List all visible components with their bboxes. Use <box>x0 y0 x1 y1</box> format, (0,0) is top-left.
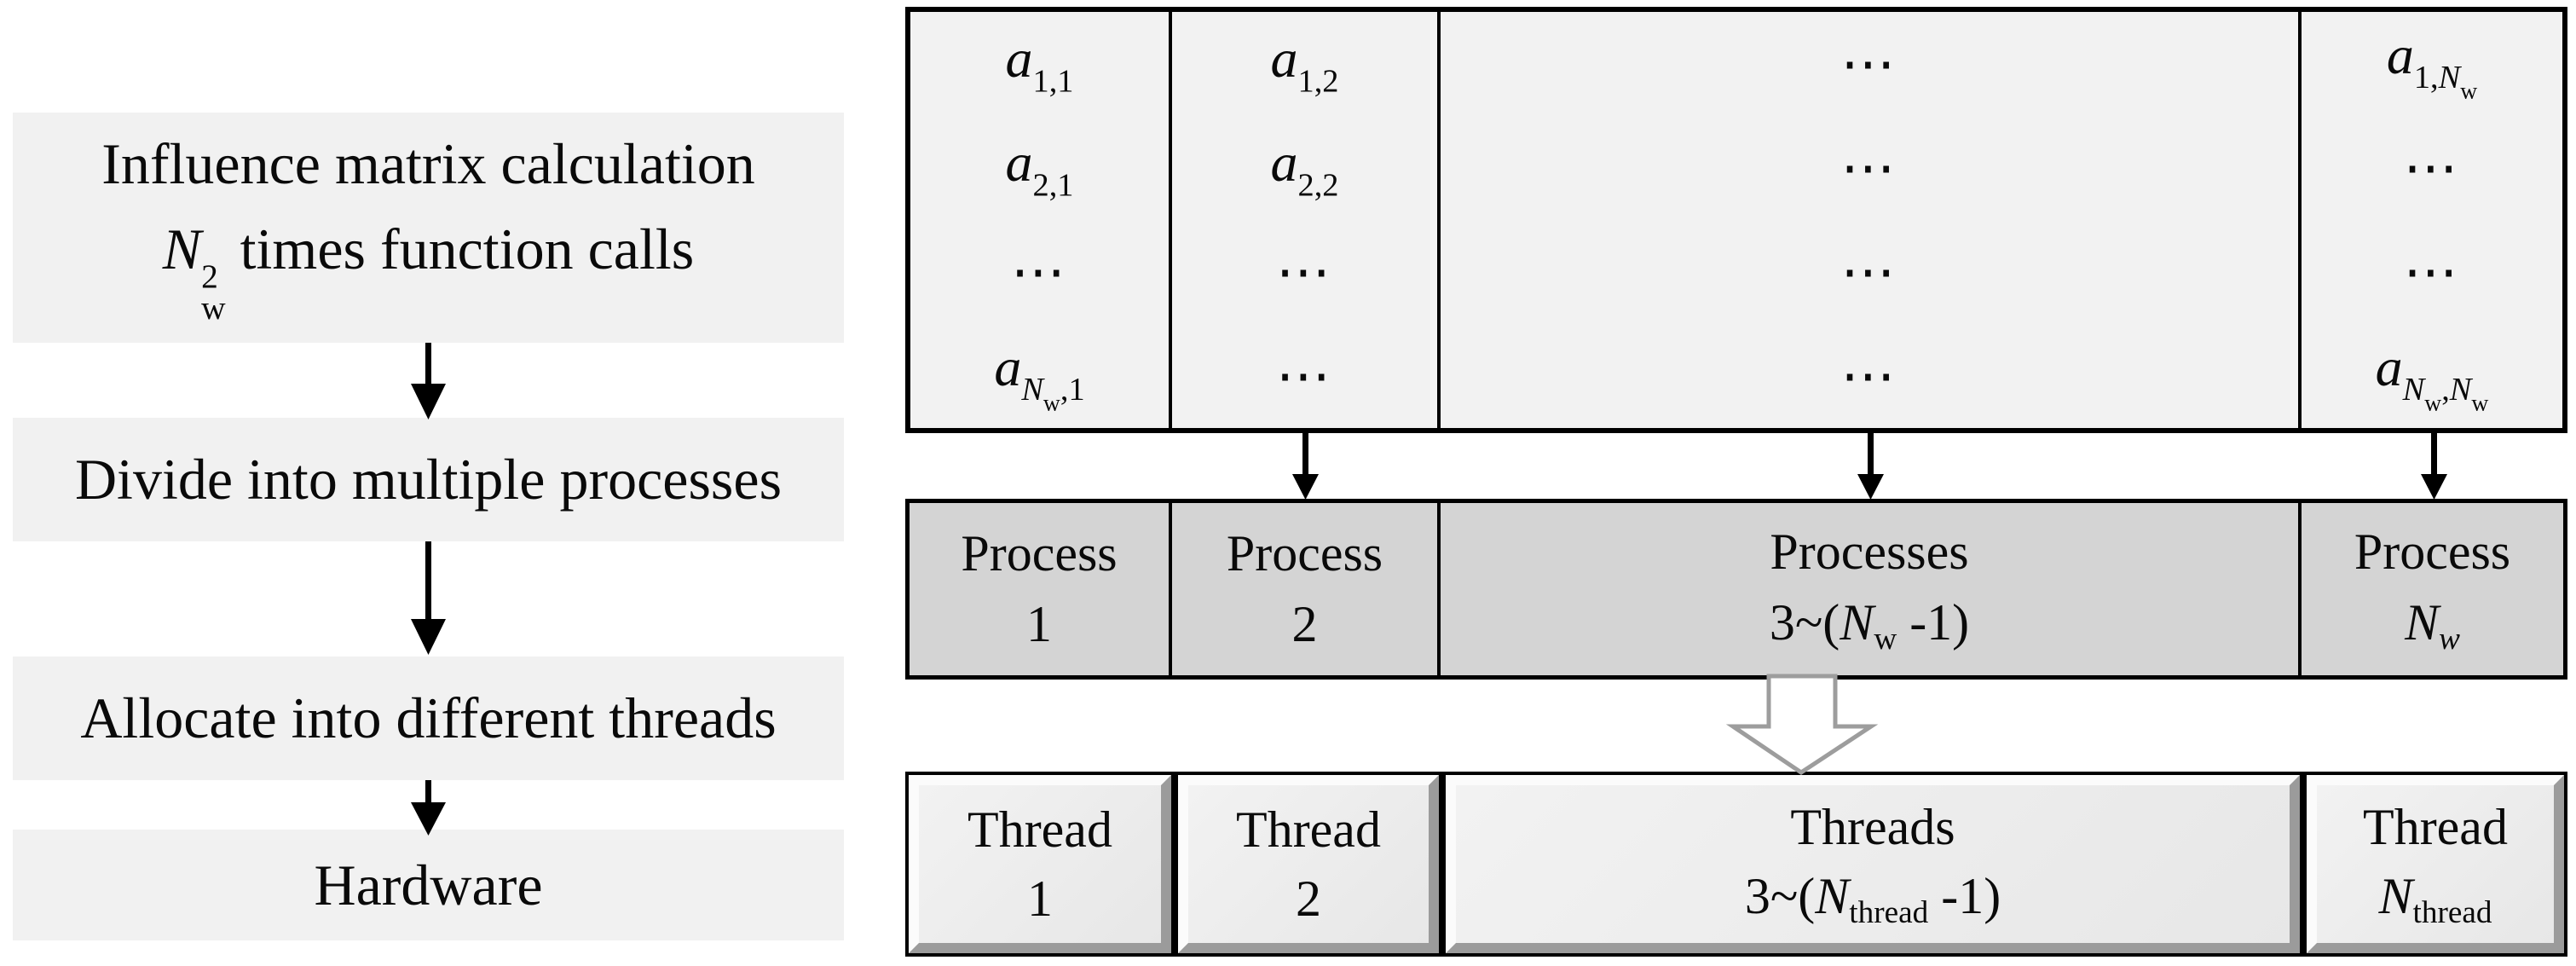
flow-box-line: Allocate into different threads <box>80 685 777 751</box>
flow-box-line: Hardware <box>314 852 543 917</box>
process-cell-1: Process 1 <box>910 503 1172 675</box>
process-cell-2: Process 2 <box>1172 503 1441 675</box>
matrix-cell-r2c2: a2,2 <box>1172 116 1441 220</box>
matrix-cell-r4c3: ⋯ <box>1441 324 2302 428</box>
flow-box-divide-processes: Divide into multiple processes <box>13 418 844 541</box>
process-row: Process 1 Process 2 Processes 3~(Nw -1) … <box>905 499 2567 680</box>
matrix-cell-r3c3: ⋯ <box>1441 220 2302 324</box>
matrix-down-arrow-icon <box>1292 431 1319 500</box>
matrix-cell-r3c4: ⋯ <box>2403 241 2461 302</box>
thread-box-face: Threads 3~(Nthread -1) <box>1446 775 2300 953</box>
flow-box-line: Influence matrix calculation <box>101 131 755 197</box>
matrix-down-arrow-icon <box>1857 431 1884 500</box>
thread-box-4: Thread Nthread <box>2303 772 2567 957</box>
flow-box-line: Divide into multiple processes <box>74 447 783 512</box>
matrix-cell-r3c1: ⋯ <box>910 220 1172 324</box>
hollow-down-arrow-icon <box>1725 674 1879 776</box>
matrix-cell-r4c4: aNw,Nw <box>2375 336 2489 416</box>
thread-box-face: Thread Nthread <box>2307 775 2564 953</box>
flow-box-allocate-threads: Allocate into different threads <box>13 657 844 780</box>
thread-box-1: Thread 1 <box>905 772 1175 957</box>
matrix-cell-r1c3: ⋯ <box>1441 12 2302 116</box>
matrix-cell-r1c1: a1,1 <box>910 12 1172 116</box>
matrix-cell-r1c4: a1,Nw <box>2386 24 2478 104</box>
process-cell-4: Process Nw <box>2354 523 2511 657</box>
matrix-cell-r2c4: ⋯ <box>2403 137 2461 198</box>
influence-matrix-table: a1,1 a1,2 ⋯ a1,Nw a2,1 a2,2 ⋯ ⋯ ⋯ ⋯ ⋯ ⋯ … <box>905 7 2567 433</box>
matrix-cell-r4c1: aNw,1 <box>910 324 1172 428</box>
thread-box-face: Thread 2 <box>1178 775 1439 953</box>
down-arrow-icon <box>411 343 446 419</box>
thread-box-face: Thread 1 <box>909 775 1171 953</box>
flow-box-hardware: Hardware <box>13 830 844 940</box>
down-arrow-icon <box>411 780 446 836</box>
matrix-cell-r3c2: ⋯ <box>1172 220 1441 324</box>
down-arrow-icon <box>411 541 446 655</box>
thread-box-2: Thread 2 <box>1175 772 1442 957</box>
matrix-cell-r4c2: ⋯ <box>1172 324 1441 428</box>
matrix-cell-r2c1: a2,1 <box>910 116 1172 220</box>
matrix-cell-r2c3: ⋯ <box>1441 116 2302 220</box>
matrix-down-arrow-icon <box>2421 431 2447 500</box>
thread-box-3: Threads 3~(Nthread -1) <box>1442 772 2303 957</box>
matrix-cell-r1c2: a1,2 <box>1172 12 1441 116</box>
process-cell-3: Processes 3~(Nw -1) <box>1441 503 2302 675</box>
